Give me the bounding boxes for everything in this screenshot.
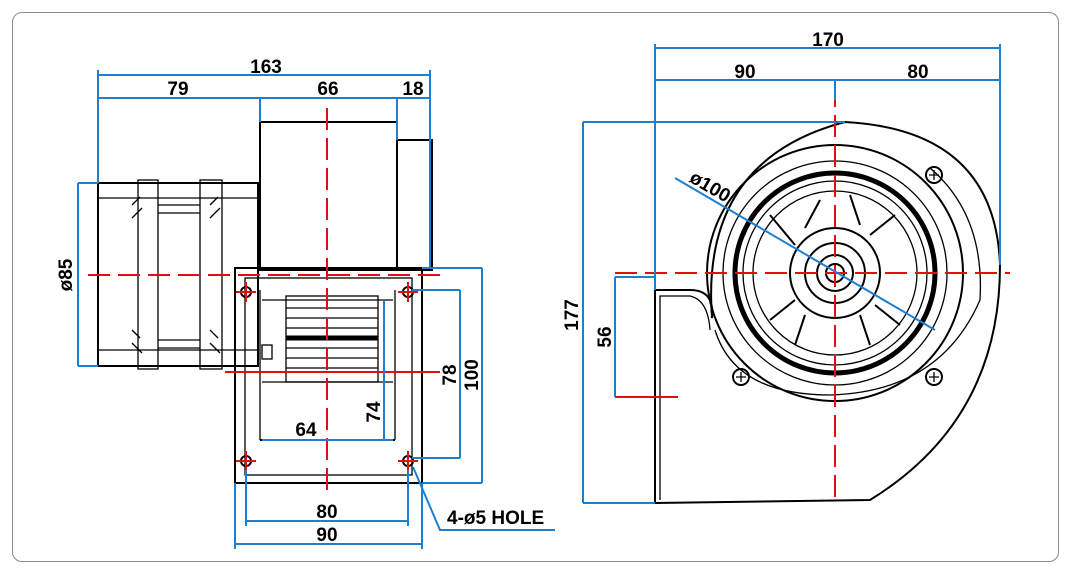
- dim-18: 18: [402, 79, 423, 100]
- impeller-blades: [261, 295, 379, 383]
- side-view: 163 79 66 18 ø85 100 78 74 64 80 90 4-ø5…: [56, 57, 555, 549]
- blower-housing: [234, 121, 433, 484]
- dim-80: 80: [316, 502, 337, 523]
- dim-66: 66: [317, 79, 338, 100]
- dim-64: 64: [295, 420, 317, 441]
- dim-80-front: 80: [907, 62, 928, 83]
- dim-79: 79: [167, 79, 188, 100]
- dim-170: 170: [812, 30, 844, 51]
- dim-100: 100: [462, 359, 483, 391]
- dim-impeller-diameter: ø100: [686, 167, 734, 207]
- dim-78: 78: [440, 364, 461, 385]
- front-screws: [732, 166, 943, 386]
- mounting-holes: [236, 282, 418, 471]
- dim-90: 90: [316, 525, 337, 546]
- dim-74: 74: [364, 401, 385, 423]
- dim-177: 177: [562, 299, 583, 331]
- hole-note: 4-ø5 HOLE: [447, 508, 544, 529]
- front-view: 170 90 80 177 56 ø100: [562, 30, 1010, 504]
- dim-56: 56: [595, 326, 616, 347]
- front-dimension-lines: [582, 44, 1001, 504]
- side-dimension-lines: [77, 70, 555, 549]
- dim-90-front: 90: [734, 62, 755, 83]
- dim-motor-diameter: ø85: [56, 258, 77, 291]
- dim-163: 163: [250, 57, 282, 78]
- drawing-frame: [12, 12, 1059, 562]
